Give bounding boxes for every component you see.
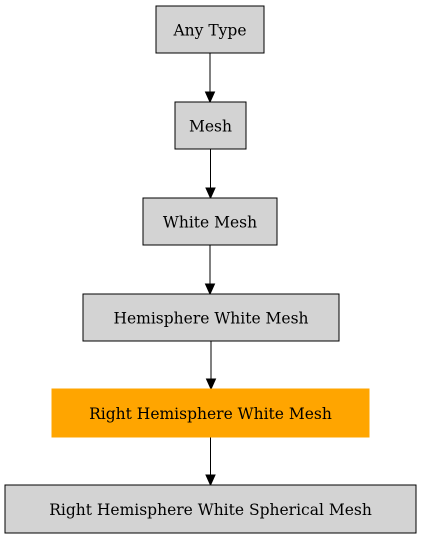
arrow-head-icon bbox=[205, 474, 216, 487]
node-label-mesh: Mesh bbox=[189, 118, 232, 136]
node-label-white-mesh: White Mesh bbox=[163, 214, 257, 232]
node-label-right-hemisphere-white-spherical-mesh: Right Hemisphere White Spherical Mesh bbox=[49, 501, 372, 519]
node-label-hemisphere-white-mesh: Hemisphere White Mesh bbox=[113, 310, 308, 328]
node-white-mesh: White Mesh bbox=[142, 197, 278, 246]
arrow-head-icon bbox=[205, 378, 217, 391]
arrow-head-icon bbox=[204, 91, 216, 104]
edges-layer bbox=[204, 53, 217, 487]
node-label-right-hemisphere-white-mesh: Right Hemisphere White Mesh bbox=[89, 405, 332, 423]
node-box-right-hemisphere-white-mesh bbox=[51, 388, 370, 438]
edge-mesh-to-white-mesh bbox=[205, 149, 216, 200]
node-box-white-mesh bbox=[142, 197, 278, 246]
node-right-hemisphere-white-mesh: Right Hemisphere White Mesh bbox=[51, 388, 370, 438]
edge-right-hemisphere-white-mesh-to-right-hemisphere-white-spherical-mesh bbox=[205, 437, 216, 487]
arrow-head-icon bbox=[205, 187, 216, 200]
node-right-hemisphere-white-spherical-mesh: Right Hemisphere White Spherical Mesh bbox=[4, 484, 417, 534]
node-hemisphere-white-mesh: Hemisphere White Mesh bbox=[82, 293, 340, 342]
node-mesh: Mesh bbox=[174, 101, 247, 150]
edge-hemisphere-white-mesh-to-right-hemisphere-white-mesh bbox=[205, 341, 217, 391]
edge-white-mesh-to-hemisphere-white-mesh bbox=[204, 245, 216, 296]
node-box-any-type bbox=[155, 5, 265, 54]
node-label-any-type: Any Type bbox=[172, 22, 246, 40]
node-box-right-hemisphere-white-spherical-mesh bbox=[4, 484, 417, 534]
edge-any-type-to-mesh bbox=[204, 53, 216, 104]
node-box-hemisphere-white-mesh bbox=[82, 293, 340, 342]
arrow-head-icon bbox=[204, 283, 216, 296]
node-box-mesh bbox=[174, 101, 247, 150]
node-any-type: Any Type bbox=[155, 5, 265, 54]
